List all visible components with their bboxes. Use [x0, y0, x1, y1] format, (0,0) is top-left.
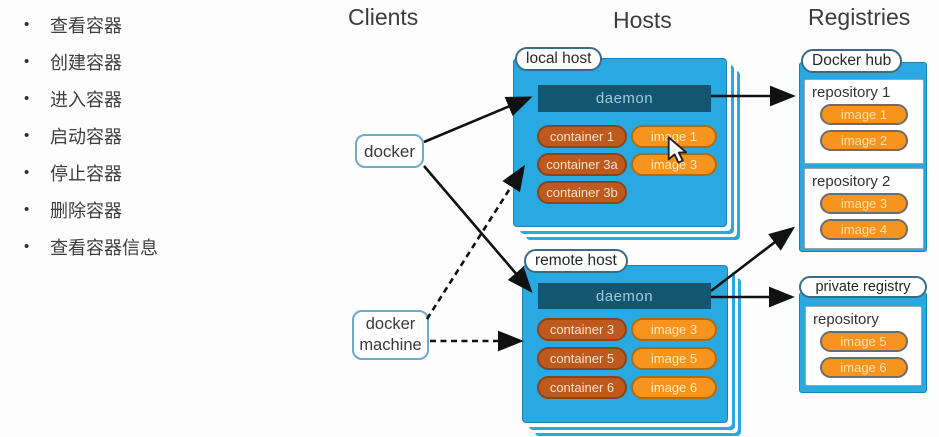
container-pill: container 3: [537, 318, 627, 341]
repository-title: repository: [813, 311, 879, 328]
repository-box: repository 2 image 3 image 4: [804, 168, 924, 249]
docker-client-box: docker: [355, 134, 424, 168]
image-pill: image 6: [631, 376, 717, 399]
remote-host-box: daemon container 3 container 5 container…: [522, 265, 728, 423]
docker-hub-box: repository 1 image 1 image 2 repository …: [799, 62, 927, 252]
remote-daemon-bar: daemon: [538, 283, 711, 309]
column-header-registries: Registries: [808, 4, 911, 30]
image-pill: image 5: [819, 331, 908, 352]
repository-box: repository image 5 image 6: [805, 306, 922, 386]
container-pill: container 3a: [537, 153, 627, 176]
image-pill: image 1: [820, 104, 908, 125]
container-pill: container 3b: [537, 181, 627, 204]
container-pill: container 5: [537, 347, 627, 370]
arrow-docker-machine-to-local-host-dashed: [425, 164, 526, 320]
image-pill: image 3: [820, 193, 908, 214]
docker-client-label: docker: [363, 141, 416, 161]
remote-host-label: remote host: [524, 249, 628, 273]
list-item: • 启动容器: [24, 117, 158, 154]
list-item: • 删除容器: [24, 191, 158, 228]
list-item: • 停止容器: [24, 154, 158, 191]
bullet-icon: •: [24, 90, 30, 107]
list-item: • 查看容器: [24, 6, 158, 43]
docker-hub-label: Docker hub: [801, 49, 903, 73]
list-item: • 进入容器: [24, 80, 158, 117]
private-registry-box: repository image 5 image 6: [799, 292, 927, 393]
repository-title: repository 2: [812, 173, 891, 190]
image-pill: image 3: [631, 318, 717, 341]
bullet-icon: •: [24, 238, 30, 255]
docker-machine-label: docker machine: [359, 315, 422, 354]
repository-title: repository 1: [812, 84, 891, 101]
local-host-box: daemon container 1 container 3a containe…: [513, 58, 727, 227]
list-item-label: 进入容器: [50, 89, 122, 110]
local-daemon-bar: daemon: [538, 85, 711, 112]
list-item-label: 启动容器: [50, 126, 122, 147]
image-pill: image 3: [631, 153, 717, 176]
container-pill: container 1: [537, 125, 627, 148]
list-item-label: 创建容器: [50, 52, 122, 73]
bullet-icon: •: [24, 53, 30, 70]
bullet-icon: •: [24, 201, 30, 218]
list-item-label: 停止容器: [50, 163, 122, 184]
repository-box: repository 1 image 1 image 2: [804, 79, 924, 164]
image-pill: image 4: [820, 219, 908, 240]
bullet-icon: •: [24, 16, 30, 33]
list-item-label: 查看容器: [50, 15, 122, 36]
column-header-clients: Clients: [348, 4, 419, 30]
list-item: • 创建容器: [24, 43, 158, 80]
local-host-label: local host: [515, 47, 603, 71]
image-pill: image 6: [819, 357, 908, 378]
docker-machine-box: docker machine: [352, 310, 429, 360]
image-pill: image 2: [820, 130, 908, 151]
bullet-icon: •: [24, 127, 30, 144]
list-item: • 查看容器信息: [24, 228, 158, 265]
image-pill: image 5: [631, 347, 717, 370]
container-operations-list: • 查看容器 • 创建容器 • 进入容器 • 启动容器 • 停止容器 • 删除容器 • 查看容…: [24, 6, 158, 265]
image-pill: image 1: [631, 125, 717, 148]
list-item-label: 删除容器: [50, 200, 122, 221]
container-pill: container 6: [537, 376, 627, 399]
private-registry-label: private registry: [799, 276, 927, 298]
bullet-icon: •: [24, 164, 30, 181]
column-header-hosts: Hosts: [613, 7, 672, 33]
list-item-label: 查看容器信息: [50, 237, 158, 258]
